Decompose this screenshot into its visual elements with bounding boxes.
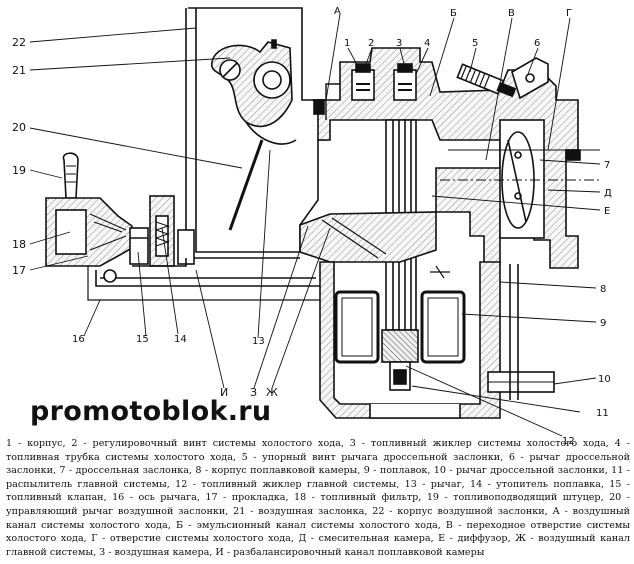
part-labels: 22 21 20 19 18 17 16 15 14 13 И З Ж А 1 … <box>12 6 612 447</box>
label-G: Г <box>566 8 572 19</box>
label-B: Б <box>450 8 457 19</box>
label-13: 13 <box>252 336 265 347</box>
label-D: Д <box>604 188 612 199</box>
label-Zh: Ж <box>266 386 278 399</box>
label-6: 6 <box>534 38 540 49</box>
label-2: 2 <box>368 38 374 49</box>
idle-channel <box>312 83 340 120</box>
label-I: И <box>220 386 228 399</box>
label-16: 16 <box>72 334 85 345</box>
site-watermark: promotoblok.ru <box>30 396 272 427</box>
label-12: 12 <box>562 436 575 447</box>
label-19: 19 <box>12 164 26 177</box>
air-damper-housing <box>185 7 327 259</box>
label-21: 21 <box>12 64 26 77</box>
label-1: 1 <box>344 38 350 49</box>
label-22: 22 <box>12 36 26 49</box>
label-14: 14 <box>174 334 187 345</box>
label-E: Е <box>604 206 610 217</box>
label-15: 15 <box>136 334 149 345</box>
carburetor-body <box>299 47 600 391</box>
label-3: 3 <box>396 38 402 49</box>
label-4: 4 <box>424 38 430 49</box>
float-chamber <box>319 261 555 419</box>
label-10: 10 <box>598 374 611 385</box>
label-Z: З <box>250 386 257 399</box>
label-20: 20 <box>12 121 26 134</box>
label-9: 9 <box>600 318 606 329</box>
label-5: 5 <box>472 38 478 49</box>
label-7: 7 <box>604 160 610 171</box>
label-11: 11 <box>596 408 609 419</box>
label-8: 8 <box>600 284 606 295</box>
label-17: 17 <box>12 264 26 277</box>
label-A: А <box>334 6 341 17</box>
leader-lines <box>29 13 601 437</box>
parts-legend: 1 - корпус, 2 - регулировочный винт сист… <box>6 438 630 558</box>
label-18: 18 <box>12 238 26 251</box>
label-V: В <box>508 8 515 19</box>
